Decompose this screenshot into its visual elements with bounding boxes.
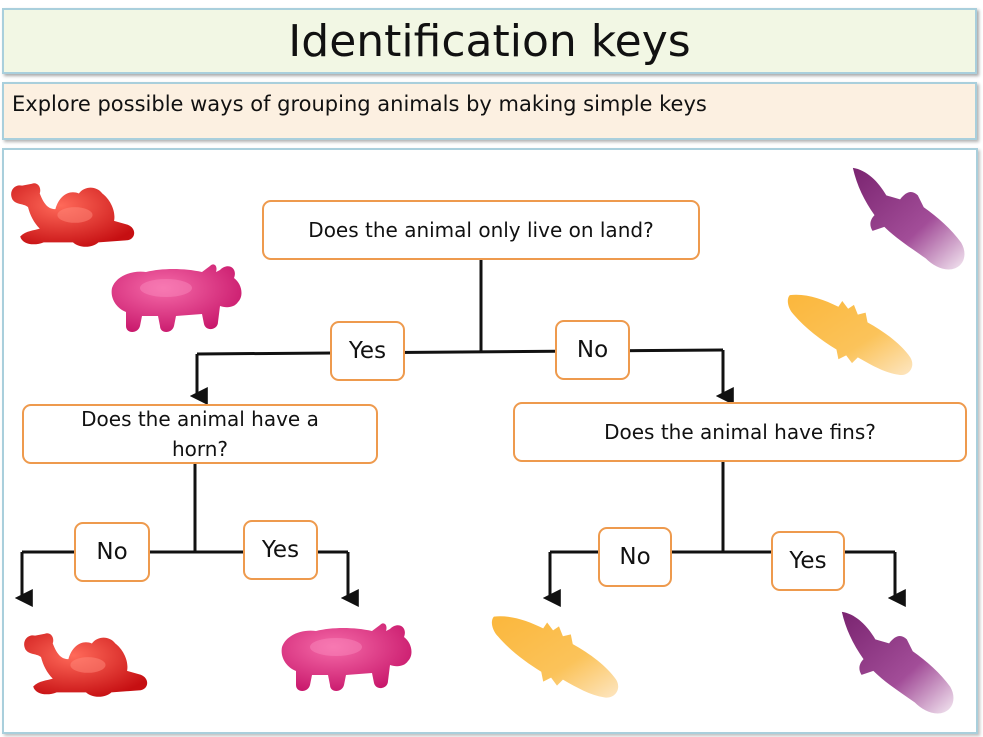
no-label: No — [619, 544, 651, 570]
left-question-box: Does the animal have a horn? — [22, 404, 378, 464]
root-question-text: Does the animal only live on land? — [308, 218, 654, 242]
rhino-sweet-icon — [275, 617, 417, 697]
objective-bar: Explore possible ways of grouping animal… — [2, 82, 977, 140]
shark-sweet-icon — [843, 158, 971, 284]
shark-sweet-icon — [832, 604, 960, 726]
crocodile-sweet-icon — [784, 284, 920, 384]
no-tag-horn: No — [74, 522, 150, 582]
no-tag-fins: No — [598, 527, 672, 587]
yes-label: Yes — [789, 548, 827, 574]
page-title: Identification keys — [288, 15, 691, 67]
yes-tag-horn: Yes — [243, 520, 318, 580]
no-tag-root: No — [555, 320, 630, 380]
right-question-box: Does the animal have fins? — [513, 402, 967, 462]
root-question-box: Does the animal only live on land? — [262, 200, 700, 260]
no-label: No — [576, 337, 609, 363]
no-label: No — [96, 539, 128, 565]
yes-tag-fins: Yes — [771, 531, 845, 591]
left-question-text: Does the animal have a horn? — [81, 407, 319, 461]
camel-sweet-icon — [14, 620, 158, 708]
rhino-sweet-icon — [105, 258, 247, 338]
yes-label: Yes — [348, 338, 387, 364]
title-bar: Identification keys — [2, 8, 977, 74]
yes-label: Yes — [261, 537, 300, 563]
right-question-text: Does the animal have fins? — [604, 420, 876, 444]
objective-text: Explore possible ways of grouping animal… — [12, 92, 707, 116]
yes-tag-root: Yes — [330, 321, 405, 381]
camel-sweet-icon — [2, 170, 144, 258]
crocodile-sweet-icon — [488, 606, 626, 706]
root-branch-line — [196, 348, 724, 356]
